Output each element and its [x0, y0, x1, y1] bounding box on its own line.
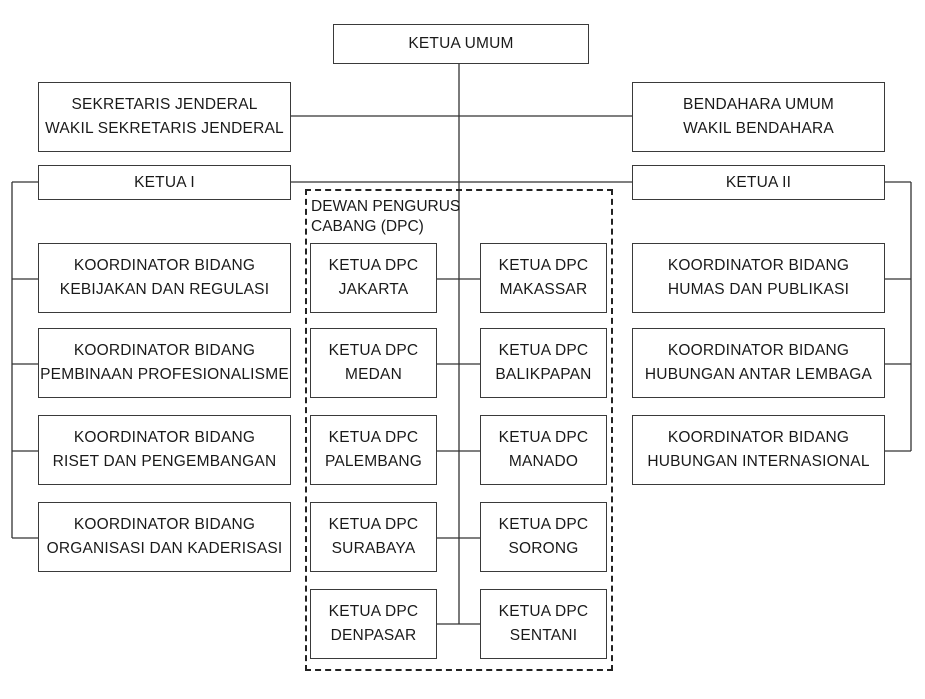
dpc-line1: KETUA DPC: [498, 429, 589, 446]
dpc-line1: KETUA DPC: [498, 516, 589, 533]
dpc-line1: KETUA DPC: [498, 257, 589, 274]
dpc-line2: MANADO: [508, 453, 579, 470]
coordinator-line2: KEBIJAKAN DAN REGULASI: [59, 281, 270, 298]
dpc-line2: DENPASAR: [330, 627, 417, 644]
dpc-line1: KETUA DPC: [328, 429, 419, 446]
coordinator-line2: HUBUNGAN INTERNASIONAL: [647, 453, 870, 470]
dpc-line2: MAKASSAR: [499, 281, 588, 298]
dpc-line2: SENTANI: [509, 627, 578, 644]
dpc-group-label: DEWAN PENGURUS CABANG (DPC): [311, 197, 460, 237]
dpc-box-sorong: KETUA DPC SORONG: [480, 502, 607, 572]
coordinator-line2: ORGANISASI DAN KADERISASI: [46, 540, 283, 557]
treasurer-box: BENDAHARA UMUM WAKIL BENDAHARA: [632, 82, 885, 152]
dpc-box-denpasar: KETUA DPC DENPASAR: [310, 589, 437, 659]
dpc-line1: KETUA DPC: [328, 342, 419, 359]
dpc-line2: MEDAN: [345, 366, 402, 383]
ketua-2-title: KETUA II: [725, 173, 792, 191]
secretary-line1: SEKRETARIS JENDERAL: [71, 96, 258, 113]
ketua-umum-title: KETUA UMUM: [408, 35, 514, 52]
dpc-line2: BALIKPAPAN: [495, 366, 592, 383]
coordinator-line2: RISET DAN PENGEMBANGAN: [52, 453, 277, 470]
coordinator-line1: KOORDINATOR BIDANG: [667, 257, 850, 274]
coordinator-box-kebijakan: KOORDINATOR BIDANG KEBIJAKAN DAN REGULAS…: [38, 243, 291, 313]
dpc-line1: KETUA DPC: [328, 516, 419, 533]
ketua-1-box: KETUA I: [38, 165, 291, 200]
ketua-1-title: KETUA I: [134, 173, 195, 191]
coordinator-line1: KOORDINATOR BIDANG: [73, 429, 256, 446]
coordinator-box-internasional: KOORDINATOR BIDANG HUBUNGAN INTERNASIONA…: [632, 415, 885, 485]
dpc-box-balikpapan: KETUA DPC BALIKPAPAN: [480, 328, 607, 398]
coordinator-line1: KOORDINATOR BIDANG: [73, 342, 256, 359]
secretary-line2: WAKIL SEKRETARIS JENDERAL: [45, 120, 284, 137]
dpc-box-palembang: KETUA DPC PALEMBANG: [310, 415, 437, 485]
treasurer-line1: BENDAHARA UMUM: [683, 96, 834, 113]
dpc-box-sentani: KETUA DPC SENTANI: [480, 589, 607, 659]
coordinator-line2: PEMBINAAN PROFESIONALISME: [40, 366, 289, 383]
dpc-box-surabaya: KETUA DPC SURABAYA: [310, 502, 437, 572]
coordinator-box-antar-lembaga: KOORDINATOR BIDANG HUBUNGAN ANTAR LEMBAG…: [632, 328, 885, 398]
dpc-label-line1: DEWAN PENGURUS: [311, 198, 461, 215]
coordinator-box-pembinaan: KOORDINATOR BIDANG PEMBINAAN PROFESIONAL…: [38, 328, 291, 398]
coordinator-box-riset: KOORDINATOR BIDANG RISET DAN PENGEMBANGA…: [38, 415, 291, 485]
dpc-line1: KETUA DPC: [328, 603, 419, 620]
coordinator-box-humas: KOORDINATOR BIDANG HUMAS DAN PUBLIKASI: [632, 243, 885, 313]
treasurer-line2: WAKIL BENDAHARA: [683, 120, 834, 137]
dpc-line1: KETUA DPC: [498, 342, 589, 359]
coordinator-line1: KOORDINATOR BIDANG: [667, 342, 850, 359]
secretary-box: SEKRETARIS JENDERAL WAKIL SEKRETARIS JEN…: [38, 82, 291, 152]
dpc-box-makassar: KETUA DPC MAKASSAR: [480, 243, 607, 313]
dpc-line1: KETUA DPC: [328, 257, 419, 274]
dpc-box-jakarta: KETUA DPC JAKARTA: [310, 243, 437, 313]
dpc-box-medan: KETUA DPC MEDAN: [310, 328, 437, 398]
coordinator-line1: KOORDINATOR BIDANG: [667, 429, 850, 446]
dpc-line2: SORONG: [508, 540, 579, 557]
coordinator-box-organisasi: KOORDINATOR BIDANG ORGANISASI DAN KADERI…: [38, 502, 291, 572]
ketua-2-box: KETUA II: [632, 165, 885, 200]
coordinator-line2: HUMAS DAN PUBLIKASI: [667, 281, 850, 298]
coordinator-line1: KOORDINATOR BIDANG: [73, 516, 256, 533]
dpc-group-frame: [305, 189, 613, 671]
dpc-line1: KETUA DPC: [498, 603, 589, 620]
dpc-line2: JAKARTA: [338, 281, 409, 298]
dpc-label-line2: CABANG (DPC): [311, 218, 424, 235]
coordinator-line2: HUBUNGAN ANTAR LEMBAGA: [644, 366, 873, 383]
dpc-box-manado: KETUA DPC MANADO: [480, 415, 607, 485]
ketua-umum-box: KETUA UMUM: [333, 24, 589, 64]
dpc-line2: SURABAYA: [331, 540, 416, 557]
dpc-line2: PALEMBANG: [324, 453, 423, 470]
coordinator-line1: KOORDINATOR BIDANG: [73, 257, 256, 274]
